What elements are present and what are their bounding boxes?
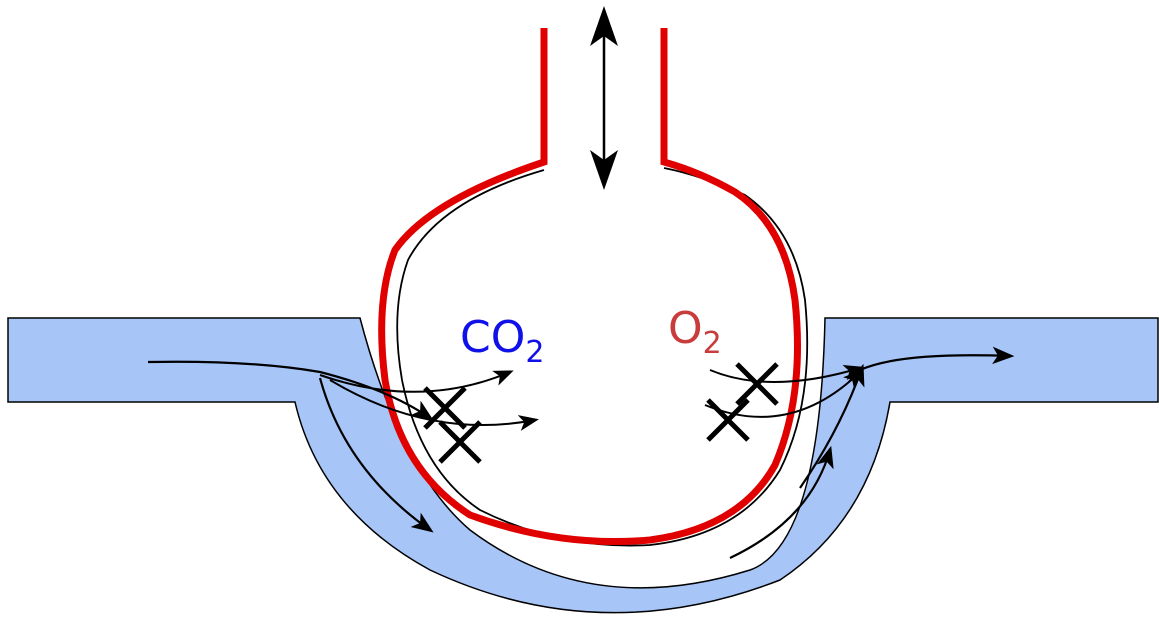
- alveolus-wall: [378, 28, 801, 546]
- co2-label-subscript: 2: [525, 335, 544, 370]
- airflow-arrow-icon: [590, 6, 618, 190]
- o2-label: O2: [668, 303, 722, 361]
- blood-vessel: [7, 317, 1159, 614]
- flow-arrow-incoming: [147, 360, 434, 421]
- flow-arrow-outgoing: [859, 346, 1015, 372]
- flow-arrow-down: [318, 377, 434, 533]
- co2-label-main: CO: [460, 312, 525, 363]
- co2-label: CO2: [460, 312, 544, 370]
- flow-arrow-up: [729, 445, 834, 559]
- cross-mark-co2-lower: [438, 420, 482, 464]
- cross-mark-o2-upper: [735, 362, 779, 406]
- o2-diffusion-arrows: [704, 364, 864, 418]
- o2-label-main: O: [668, 303, 703, 354]
- cross-marks: [423, 362, 779, 464]
- alveolus-inner-outline: [396, 167, 809, 547]
- o2-label-subscript: 2: [703, 326, 722, 361]
- cross-mark-o2-lower: [706, 398, 750, 442]
- cross-mark-co2-upper: [423, 386, 467, 430]
